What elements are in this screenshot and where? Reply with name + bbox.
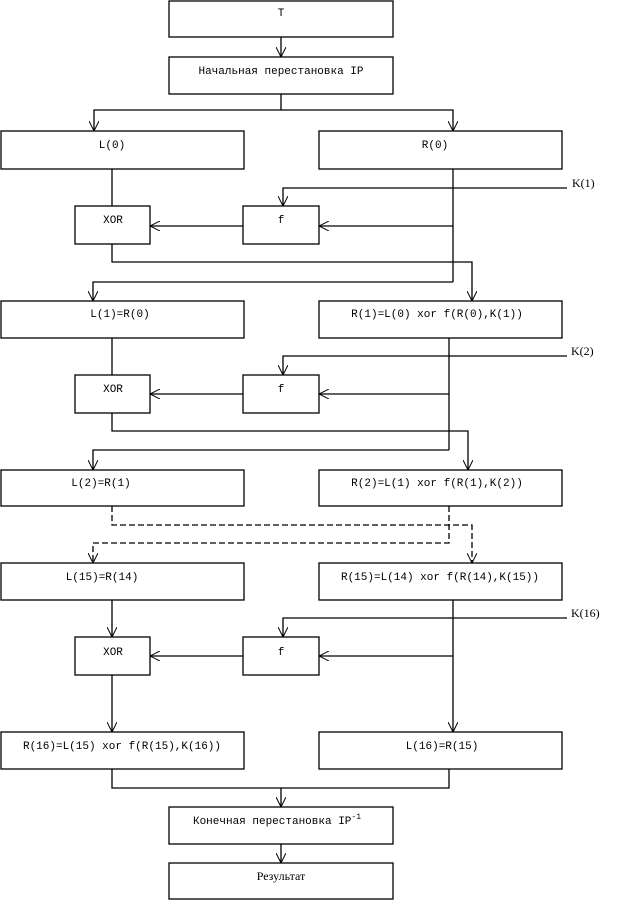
connectors <box>93 37 567 863</box>
arrow-xor2-to-r2 <box>111 413 468 470</box>
final-permutation-text: Конечная перестановка IP <box>193 816 352 828</box>
box-xor-2-label: XOR <box>103 384 123 396</box>
box-r1: R(1)=L(0) xor f(R(0),K(1)) <box>318 300 563 339</box>
box-l16-label: L(16)=R(15) <box>406 741 479 753</box>
final-permutation-superscript: -1 <box>351 813 361 822</box>
box-f-1: f <box>242 205 320 245</box>
box-r0-label: R(0) <box>422 140 448 152</box>
arrow-k2-to-f2 <box>283 355 567 375</box>
box-xor-1-label: XOR <box>103 215 123 227</box>
arrow-ip-to-l0 <box>94 94 282 131</box>
box-l16: L(16)=R(15) <box>318 731 563 770</box>
box-f-2-label: f <box>278 384 285 396</box>
box-r15: R(15)=L(14) xor f(R(14),K(15)) <box>318 562 563 601</box>
box-result: Результат <box>168 862 394 900</box>
arrow-ip-to-r0 <box>281 109 453 131</box>
arrow-k1-to-f1 <box>283 187 567 206</box>
box-f-2: f <box>242 374 320 414</box>
dashed-arrow-to-l15 <box>93 506 450 563</box>
box-l0-label: L(0) <box>99 140 125 152</box>
box-xor-16-label: XOR <box>103 647 123 659</box>
box-l2-label: L(2)=R(1) <box>71 478 130 490</box>
box-input: T <box>168 0 394 38</box>
arrow-k16-to-f16 <box>283 617 567 637</box>
box-initial-permutation-label: Начальная перестановка IP <box>198 66 363 78</box>
arrow-r0-to-l1 <box>93 281 453 301</box>
dashed-arrow-to-r15 <box>111 506 472 563</box>
box-l15: L(15)=R(14) <box>0 562 245 601</box>
box-xor-16: XOR <box>74 636 151 676</box>
arrow-r1-to-l2 <box>93 449 449 470</box>
box-initial-permutation: Начальная перестановка IP <box>168 56 394 95</box>
box-final-permutation: Конечная перестановка IP-1 <box>168 806 394 845</box>
box-r15-label: R(15)=L(14) xor f(R(14),K(15)) <box>341 572 539 584</box>
box-l15-label: L(15)=R(14) <box>66 572 139 584</box>
box-xor-1: XOR <box>74 205 151 245</box>
box-l1: L(1)=R(0) <box>0 300 245 339</box>
box-f-16: f <box>242 636 320 676</box>
box-xor-2: XOR <box>74 374 151 414</box>
line-merge <box>111 769 450 789</box>
box-r16-label: R(16)=L(15) xor f(R(15),K(16)) <box>23 741 221 753</box>
arrow-xor1-to-r1 <box>111 244 472 301</box>
box-final-permutation-label: Конечная перестановка IP-1 <box>193 813 361 828</box>
box-r2: R(2)=L(1) xor f(R(1),K(2)) <box>318 469 563 507</box>
key-label-k1: K(1) <box>572 176 595 190</box>
box-f-16-label: f <box>278 647 285 659</box>
box-r1-label: R(1)=L(0) xor f(R(0),K(1)) <box>351 309 523 321</box>
box-input-label: T <box>278 8 285 20</box>
box-l2: L(2)=R(1) <box>0 469 245 507</box>
key-label-k16: K(16) <box>571 606 600 620</box>
box-r0: R(0) <box>318 130 563 170</box>
key-label-k2: K(2) <box>571 344 594 358</box>
box-l0: L(0) <box>0 130 245 170</box>
box-result-label: Результат <box>257 869 306 883</box>
box-r2-label: R(2)=L(1) xor f(R(1),K(2)) <box>351 478 523 490</box>
box-f-1-label: f <box>278 215 285 227</box>
box-l1-label: L(1)=R(0) <box>90 309 149 321</box>
box-r16: R(16)=L(15) xor f(R(15),K(16)) <box>0 731 245 770</box>
